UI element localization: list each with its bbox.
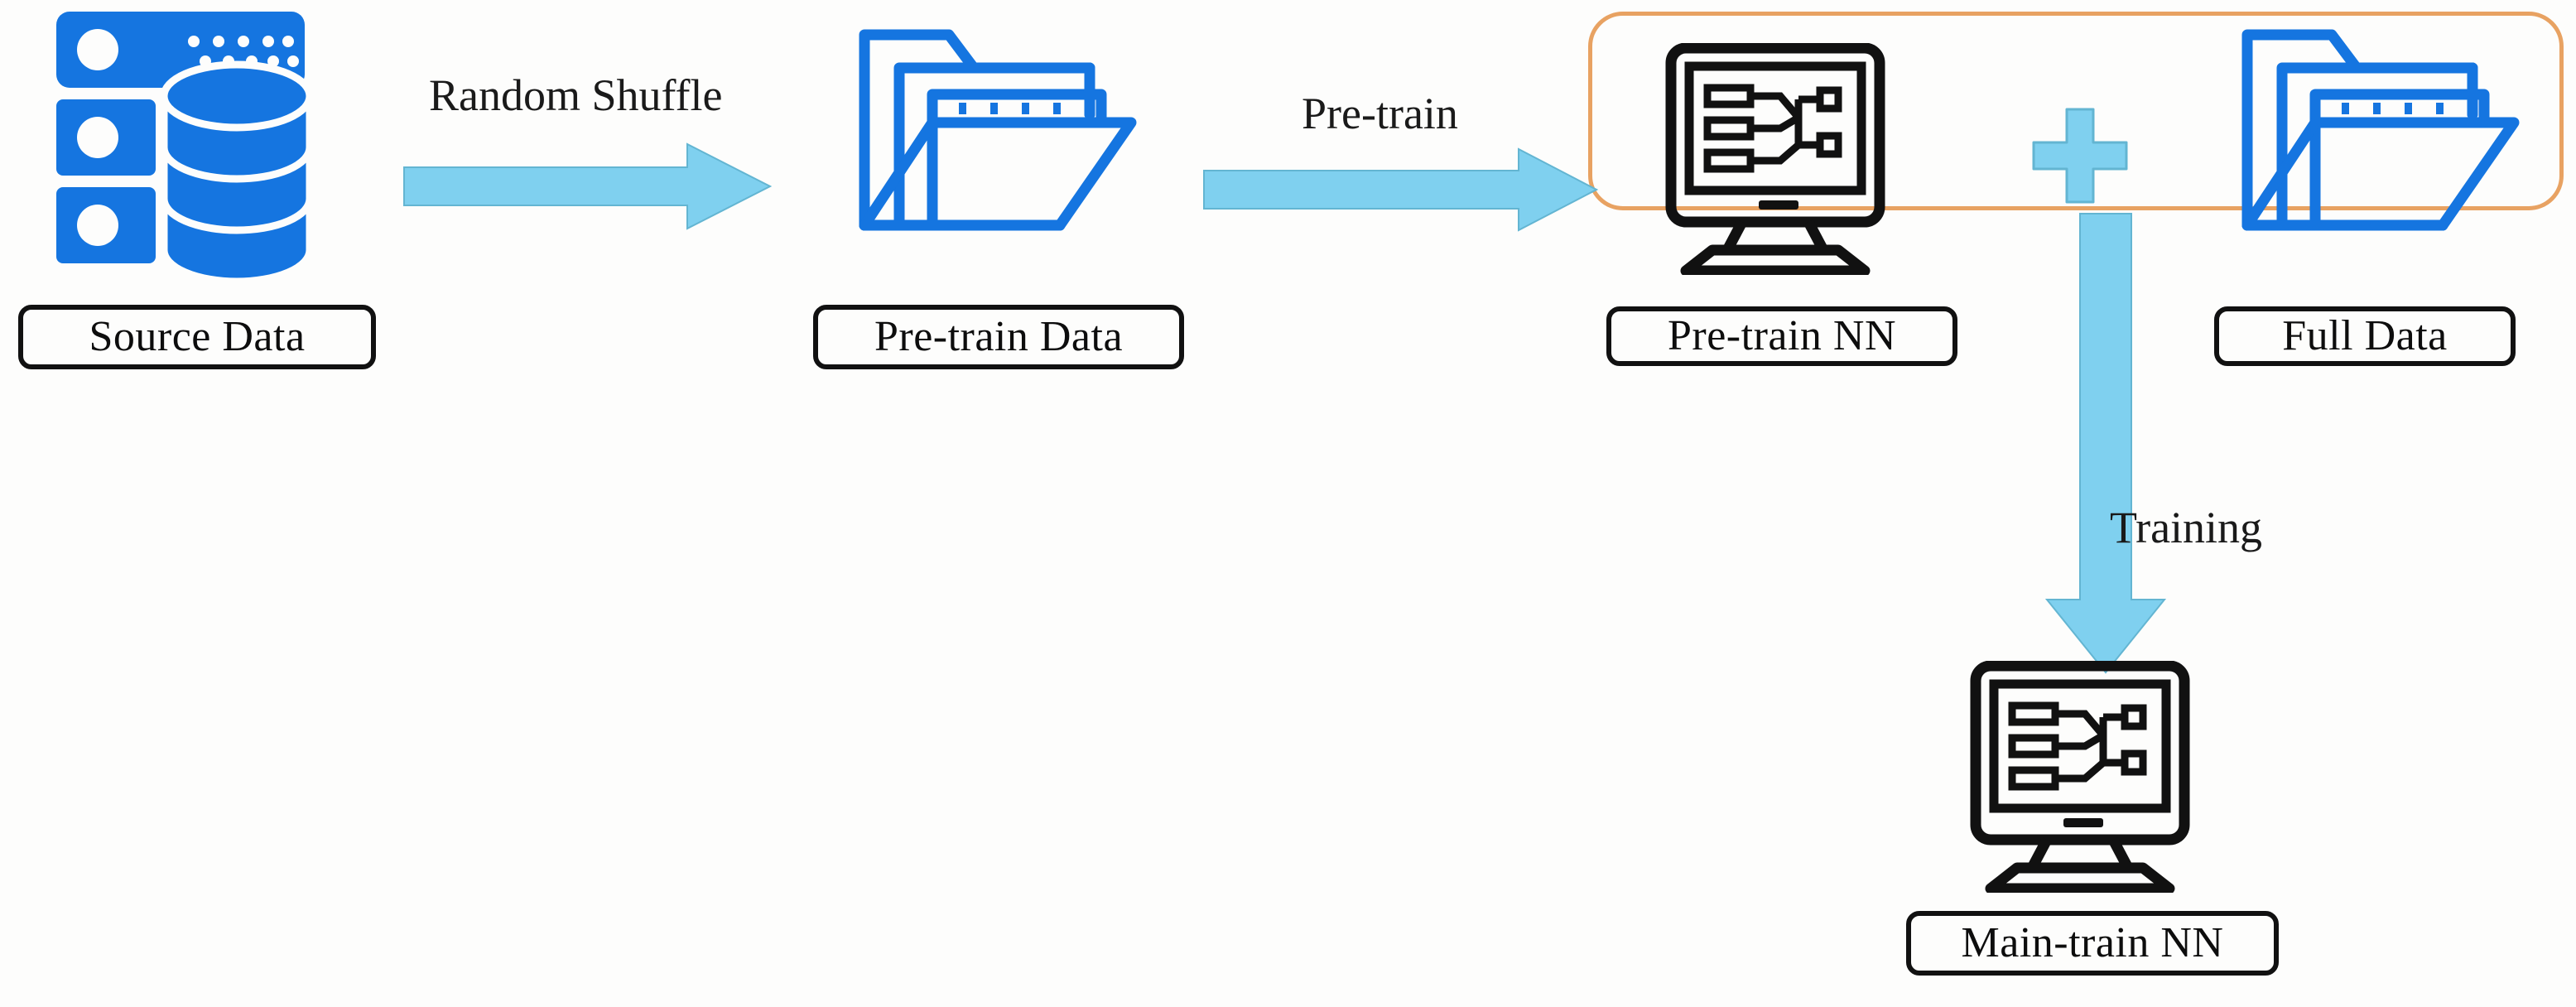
full-data-label: Full Data	[2214, 306, 2516, 366]
monitor-neural-network-icon	[1656, 43, 1904, 275]
full-data-label-text: Full Data	[2282, 312, 2448, 359]
training-arrow	[2044, 213, 2167, 674]
pretrain-nn-label-text: Pre-train NN	[1667, 312, 1897, 359]
pretrain-data-label-text: Pre-train Data	[874, 313, 1124, 360]
pretrain-data-label: Pre-train Data	[813, 305, 1184, 369]
pre-train-arrow	[1203, 147, 1598, 232]
training-label: Training	[2110, 503, 2263, 552]
monitor-neural-network-icon	[1961, 661, 2209, 893]
source-data-label: Source Data	[18, 305, 376, 369]
database-server-icon	[40, 7, 336, 280]
source-data-label-text: Source Data	[89, 313, 306, 360]
main-train-nn-label-text: Main-train NN	[1961, 919, 2224, 966]
combine-group-box	[1588, 12, 2564, 210]
random-shuffle-label: Random Shuffle	[429, 70, 723, 120]
pretrain-nn-label: Pre-train NN	[1606, 306, 1957, 366]
plus-icon	[2030, 106, 2130, 205]
folder-stack-icon	[853, 17, 1143, 282]
folder-stack-icon	[2236, 17, 2525, 282]
main-train-nn-label: Main-train NN	[1906, 911, 2279, 976]
random-shuffle-arrow	[403, 142, 772, 230]
pre-train-label: Pre-train	[1302, 89, 1458, 138]
